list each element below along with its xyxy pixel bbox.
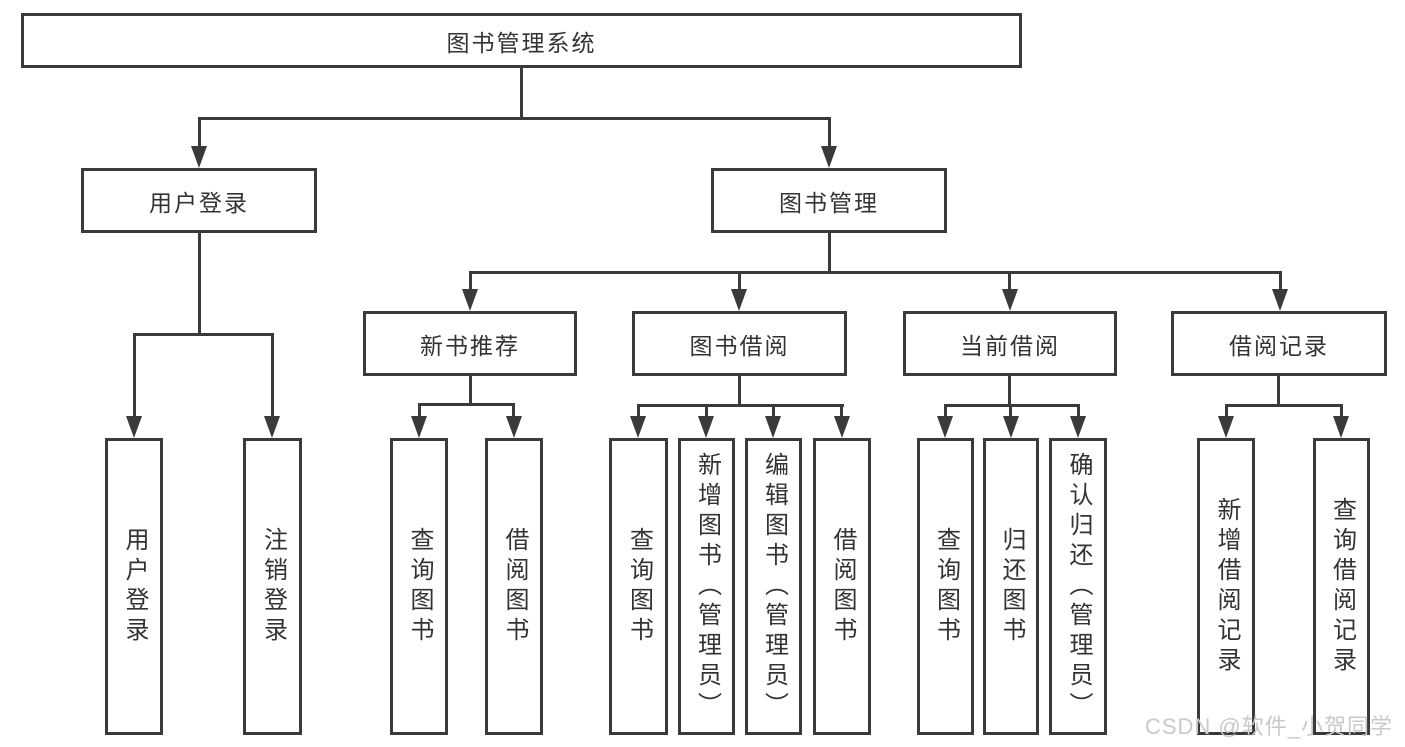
arrow-down-icon — [411, 416, 427, 438]
connector-line — [1225, 404, 1228, 420]
node-label: 归还图书 — [998, 526, 1025, 647]
connector-line — [738, 271, 741, 293]
connector-line — [828, 233, 831, 274]
node-leaf-edit-book-admin: 编辑图书（管理员） — [745, 438, 802, 735]
node-group-new-book-recommend: 新书推荐 — [363, 311, 577, 376]
node-label: 图书管理系统 — [446, 29, 597, 56]
node-label: 图书管理 — [779, 189, 879, 216]
node-leaf-borrow-book: 借阅图书 — [813, 438, 871, 735]
node-leaf-query-book-current: 查询图书 — [917, 438, 974, 735]
node-label: 当前借阅 — [960, 332, 1060, 359]
node-branch-book-management: 图书管理 — [711, 168, 947, 233]
connector-line — [469, 271, 472, 293]
connector-line — [520, 68, 523, 118]
node-label: 注销登录 — [259, 526, 287, 647]
node-leaf-query-book-borrow: 查询图书 — [609, 438, 668, 735]
connector-line — [944, 404, 1080, 407]
node-root-system: 图书管理系统 — [21, 13, 1022, 68]
connector-line — [198, 117, 201, 150]
arrow-down-icon — [462, 289, 478, 311]
connector-line — [133, 333, 274, 336]
arrow-down-icon — [765, 416, 781, 438]
arrow-down-icon — [1272, 289, 1288, 311]
node-leaf-add-borrow-record: 新增借阅记录 — [1197, 438, 1255, 735]
node-leaf-return-book: 归还图书 — [983, 438, 1039, 735]
connector-line — [469, 376, 472, 405]
node-leaf-logout: 注销登录 — [243, 438, 302, 735]
connector-line — [637, 404, 640, 420]
connector-line — [840, 404, 843, 420]
connector-line — [637, 404, 844, 407]
node-label: 图书借阅 — [689, 332, 790, 359]
node-label: 编辑图书（管理员） — [760, 451, 788, 722]
connector-line — [1277, 376, 1280, 406]
node-leaf-user-login: 用户登录 — [105, 438, 163, 735]
connector-line — [1225, 404, 1343, 407]
node-leaf-confirm-return-admin: 确认归还（管理员） — [1049, 438, 1107, 735]
connector-line — [469, 271, 1282, 274]
connector-line — [1279, 271, 1282, 293]
arrow-down-icon — [1333, 416, 1349, 438]
arrow-down-icon — [731, 289, 747, 311]
arrow-down-icon — [264, 416, 280, 438]
connector-line — [418, 403, 515, 406]
connector-line — [1009, 404, 1012, 420]
node-label: 新增借阅记录 — [1213, 496, 1240, 677]
arrow-down-icon — [937, 416, 953, 438]
node-label: 借阅图书 — [501, 526, 528, 647]
connector-line — [512, 403, 515, 420]
connector-line — [271, 333, 274, 418]
node-label: 查询图书 — [625, 526, 653, 647]
connector-line — [198, 117, 831, 120]
connector-line — [772, 404, 775, 420]
node-group-current-borrow: 当前借阅 — [903, 311, 1117, 376]
node-label: 用户登录 — [149, 189, 249, 216]
connector-line — [1008, 271, 1011, 293]
node-label: 用户登录 — [121, 526, 148, 647]
connector-line — [944, 404, 947, 420]
node-label: 查询图书 — [406, 526, 433, 647]
csdn-watermark: CSDN @软件_小贺同学 — [1144, 714, 1393, 739]
arrow-down-icon — [1070, 416, 1086, 438]
node-leaf-query-borrow-record: 查询借阅记录 — [1313, 438, 1370, 735]
connector-line — [1340, 404, 1343, 420]
arrow-down-icon — [821, 146, 837, 168]
arrow-down-icon — [834, 416, 850, 438]
node-leaf-query-book-recommend: 查询图书 — [390, 438, 448, 735]
connector-line — [828, 117, 831, 150]
node-label: 查询图书 — [932, 526, 960, 647]
node-group-borrow-records: 借阅记录 — [1171, 311, 1387, 376]
arrow-down-icon — [191, 146, 207, 168]
node-leaf-borrow-book-recommend: 借阅图书 — [485, 438, 543, 735]
node-label: 新增图书（管理员） — [693, 451, 721, 722]
connector-line — [133, 333, 136, 418]
node-label: 查询借阅记录 — [1328, 496, 1356, 677]
connector-line — [418, 403, 421, 420]
arrow-down-icon — [1003, 416, 1019, 438]
node-label: 新书推荐 — [420, 332, 520, 359]
node-label: 确认归还（管理员） — [1065, 451, 1092, 722]
connector-line — [198, 233, 201, 335]
arrow-down-icon — [1218, 416, 1234, 438]
connector-line — [705, 404, 708, 420]
arrow-down-icon — [1002, 289, 1018, 311]
node-label: 借阅记录 — [1229, 332, 1329, 359]
node-leaf-add-book-admin: 新增图书（管理员） — [678, 438, 735, 735]
connector-line — [1077, 404, 1080, 420]
arrow-down-icon — [698, 416, 714, 438]
connector-line — [738, 376, 741, 406]
node-branch-user-login: 用户登录 — [81, 168, 317, 233]
arrow-down-icon — [630, 416, 646, 438]
arrow-down-icon — [126, 416, 142, 438]
node-label: 借阅图书 — [829, 526, 856, 647]
arrow-down-icon — [506, 416, 522, 438]
connector-line — [1008, 376, 1011, 406]
node-group-book-borrow: 图书借阅 — [632, 311, 847, 376]
